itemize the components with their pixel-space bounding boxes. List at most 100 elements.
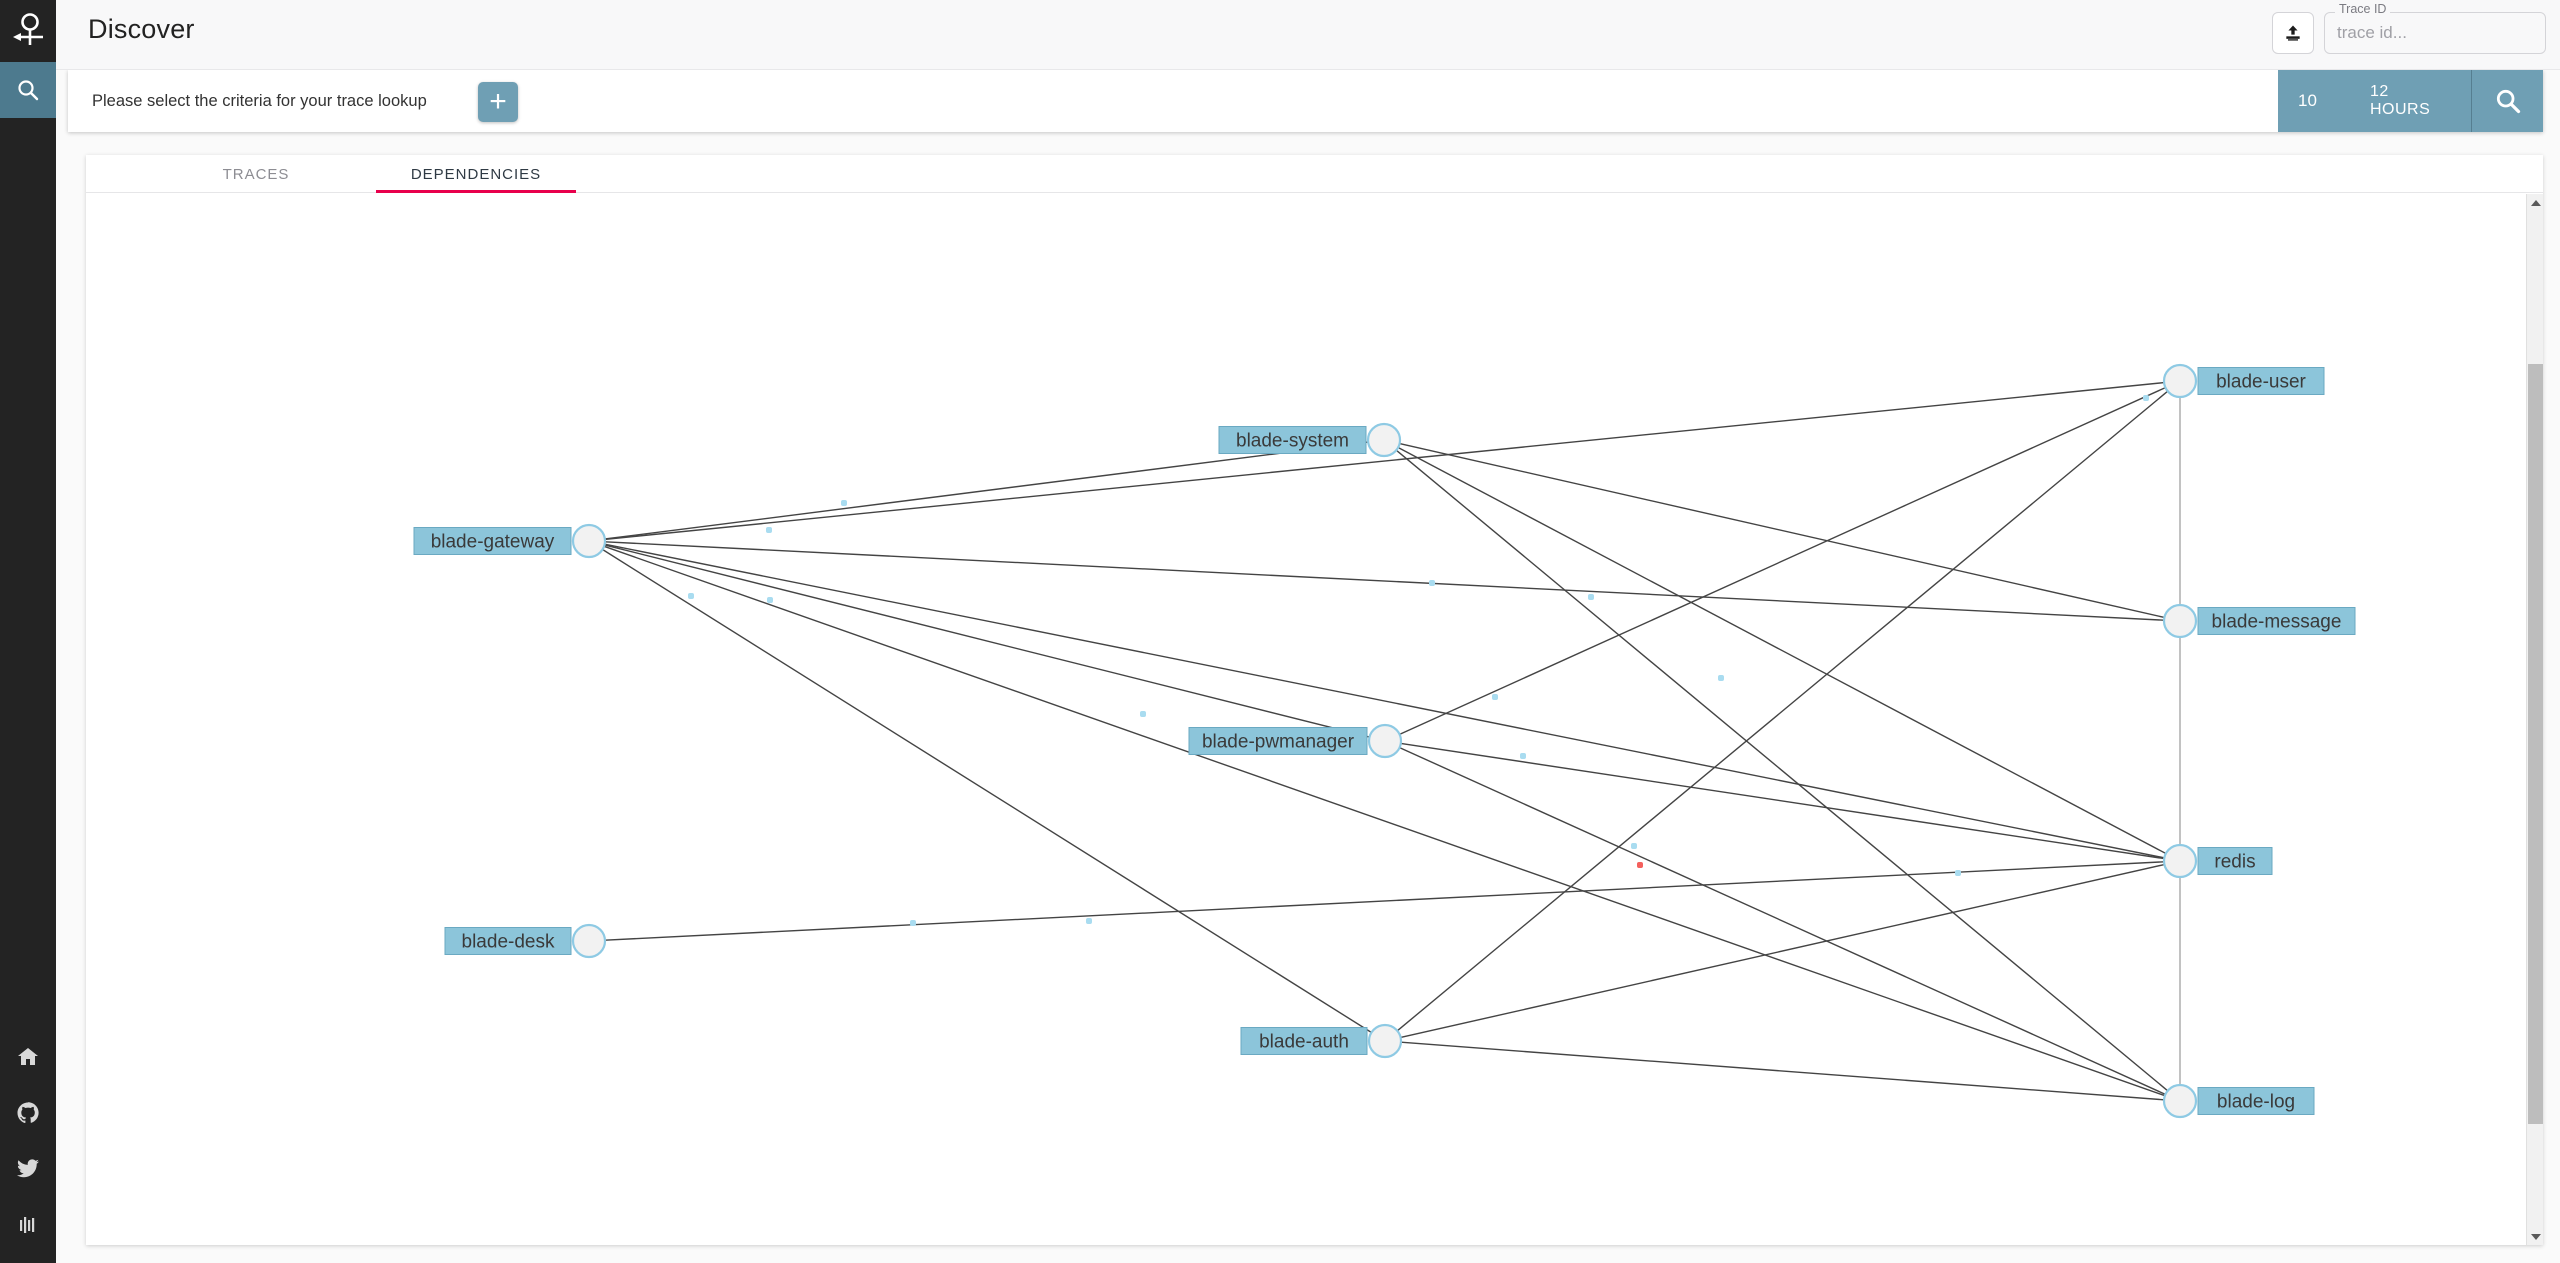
graph-edge[interactable] xyxy=(1399,442,2165,619)
header-actions: Trace ID xyxy=(2272,3,2546,54)
search-submit-button[interactable] xyxy=(2471,70,2543,132)
edge-packet xyxy=(1140,711,1146,717)
trace-id-input[interactable] xyxy=(2324,12,2546,54)
sidebar-bottom-links xyxy=(0,1029,56,1253)
node-label-box[interactable] xyxy=(444,927,572,955)
twitter-icon[interactable] xyxy=(0,1141,56,1197)
graph-edge[interactable] xyxy=(604,441,1369,540)
node-label-text: blade-desk xyxy=(462,932,555,953)
dependency-graph-canvas[interactable]: blade-gateway blade-system blade-pwmanager… xyxy=(86,194,2526,1245)
graph-node[interactable]: redis xyxy=(2162,843,2273,879)
node-label-box[interactable] xyxy=(1240,1027,1368,1055)
page-title: Discover xyxy=(88,14,195,44)
graph-edge[interactable] xyxy=(604,543,2165,859)
edge-packet xyxy=(910,920,916,926)
top-header: Discover Trace ID xyxy=(56,0,2560,70)
sidebar-item-search[interactable] xyxy=(0,62,56,118)
node-circle[interactable] xyxy=(571,923,607,959)
upload-trace-button[interactable] xyxy=(2272,12,2314,54)
tab-dependencies[interactable]: DEPENDENCIES xyxy=(376,155,576,193)
node-label-box[interactable] xyxy=(2197,607,2356,635)
node-label-text: blade-log xyxy=(2217,1092,2295,1113)
graph-vertical-scrollbar[interactable] xyxy=(2526,194,2543,1245)
edge-packet xyxy=(1520,753,1526,759)
graph-node[interactable]: blade-gateway xyxy=(413,523,607,559)
node-label-box[interactable] xyxy=(2197,847,2273,875)
node-circle[interactable] xyxy=(2162,1083,2198,1119)
node-label-box[interactable] xyxy=(2197,367,2325,395)
graph-node[interactable]: blade-desk xyxy=(444,923,607,959)
node-label-text: blade-message xyxy=(2212,612,2342,633)
node-circle[interactable] xyxy=(571,523,607,559)
node-circle[interactable] xyxy=(1367,1023,1403,1059)
node-label-text: blade-auth xyxy=(1259,1032,1349,1053)
node-label-text: blade-gateway xyxy=(431,532,555,553)
graph-edge[interactable] xyxy=(1396,390,2169,1032)
node-circle[interactable] xyxy=(2162,363,2198,399)
lookback-value[interactable]: 12 HOURS xyxy=(2370,83,2431,118)
edge-packet xyxy=(1631,843,1637,849)
graph-edge[interactable] xyxy=(604,861,2165,941)
graph-edges xyxy=(602,381,2181,1101)
node-label-box[interactable] xyxy=(413,527,572,555)
node-circle[interactable] xyxy=(2162,843,2198,879)
graph-edge[interactable] xyxy=(1397,446,2167,855)
graph-edge[interactable] xyxy=(1400,1041,2165,1101)
home-icon[interactable] xyxy=(0,1029,56,1085)
graph-edge[interactable] xyxy=(602,548,1372,1034)
edge-packet xyxy=(1955,870,1961,876)
github-icon[interactable] xyxy=(0,1085,56,1141)
add-criteria-button[interactable]: + xyxy=(478,82,518,122)
graph-nodes: blade-gateway blade-system blade-pwmanager… xyxy=(413,363,2356,1119)
graph-node[interactable]: blade-message xyxy=(2162,603,2356,639)
scroll-down-button[interactable] xyxy=(2527,1228,2544,1245)
edge-packet xyxy=(688,593,694,599)
graph-edge[interactable] xyxy=(603,545,2166,1097)
scrollbar-thumb[interactable] xyxy=(2528,364,2543,1124)
criteria-placeholder-text: Please select the criteria for your trac… xyxy=(92,91,427,110)
node-label-box[interactable] xyxy=(1188,727,1368,755)
graph-edge[interactable] xyxy=(604,541,2165,621)
jaeger-logo-icon[interactable] xyxy=(0,0,56,62)
trace-id-field-wrapper: Trace ID xyxy=(2324,3,2546,54)
dependency-graph-svg[interactable]: blade-gateway blade-system blade-pwmanager… xyxy=(86,194,2526,1245)
tab-traces[interactable]: TRACES xyxy=(222,165,290,183)
edge-packet xyxy=(1429,580,1435,586)
edge-packet xyxy=(1718,675,1724,681)
graph-edge[interactable] xyxy=(1395,449,2169,1092)
graph-edge[interactable] xyxy=(1399,386,2166,736)
graph-edge[interactable] xyxy=(604,544,1370,738)
graph-edge[interactable] xyxy=(1399,746,2166,1096)
graph-node[interactable]: blade-log xyxy=(2162,1083,2315,1119)
result-limit-value[interactable]: 10 xyxy=(2298,91,2317,110)
graph-node[interactable]: blade-pwmanager xyxy=(1188,723,1403,759)
plus-icon: + xyxy=(489,85,507,118)
trace-id-label: Trace ID xyxy=(2335,3,2391,16)
node-circle[interactable] xyxy=(1366,422,1402,458)
bars-icon[interactable] xyxy=(0,1197,56,1253)
graph-edge[interactable] xyxy=(1400,742,2165,860)
node-label-text: blade-system xyxy=(1236,431,1349,452)
edge-packet xyxy=(1588,594,1594,600)
node-label-text: redis xyxy=(2214,852,2255,873)
search-controls: 10 12 HOURS xyxy=(2278,70,2543,132)
tab-bar: TRACES DEPENDENCIES xyxy=(86,155,2543,193)
edge-packet-error xyxy=(1637,862,1643,868)
graph-packets xyxy=(688,395,2149,926)
graph-edge[interactable] xyxy=(604,381,2165,541)
graph-node[interactable]: blade-auth xyxy=(1240,1023,1403,1059)
node-circle[interactable] xyxy=(2162,603,2198,639)
graph-edge[interactable] xyxy=(1400,863,2165,1039)
graph-node[interactable]: blade-system xyxy=(1218,422,1402,458)
search-icon xyxy=(2496,89,2520,114)
node-label-box[interactable] xyxy=(1218,426,1367,454)
edge-packet xyxy=(766,527,772,533)
edge-packet xyxy=(767,597,773,603)
node-circle[interactable] xyxy=(1367,723,1403,759)
scroll-up-button[interactable] xyxy=(2527,194,2544,211)
search-criteria-bar: Please select the criteria for your trac… xyxy=(68,70,2543,132)
search-icon xyxy=(18,80,39,101)
node-label-box[interactable] xyxy=(2197,1087,2315,1115)
graph-node[interactable]: blade-user xyxy=(2162,363,2325,399)
node-label-text: blade-pwmanager xyxy=(1202,732,1355,753)
